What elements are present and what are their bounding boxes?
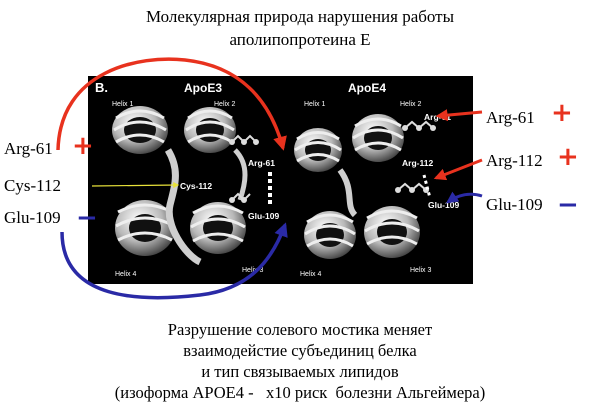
helix-coil [304, 211, 356, 259]
positive-charge-sign: + [551, 98, 573, 128]
negative-charge-sign: − [76, 203, 98, 233]
helix-label: Helix 4 [115, 271, 137, 278]
arg61-inner-label: Arg-61 [248, 158, 275, 168]
cys112-pointer-arrow [91, 182, 180, 189]
loop-ribbon [164, 148, 202, 266]
helix-coil [184, 107, 236, 153]
left-label-cys112: Cys-112 [4, 176, 61, 195]
helix-label: Helix 2 [214, 101, 236, 108]
apoe4-label: ApoE4 [348, 81, 386, 95]
helix-label: Helix 3 [242, 267, 264, 274]
glu109-inner-label: Glu-109 [428, 200, 459, 210]
helix-coil [115, 200, 175, 256]
caption-line-2: взаимодейстие субъединиц белка [183, 341, 417, 360]
helix-label: Helix 3 [410, 267, 432, 274]
apoe3-helices [112, 106, 272, 266]
negative-charge-sign: − [557, 190, 579, 220]
red-arc-arrow [56, 57, 287, 151]
loop-ribbon [337, 168, 358, 218]
arg112-pointer-arrow [433, 158, 483, 181]
positive-charge-sign: + [557, 142, 579, 172]
helix-coil [190, 202, 246, 254]
positive-charge-sign: + [72, 131, 94, 161]
caption-line-4: (изоформа АРОЕ4 - x10 риск болезни Альге… [114, 383, 486, 402]
helix-coil [352, 114, 404, 162]
caption-line-1: Разрушение солевого мостика меняет [167, 320, 433, 339]
arg61-inner-label: Arg-61 [424, 112, 451, 122]
right-label-arg61: Arg-61 [486, 108, 535, 127]
right-label-glu109: Glu-109 [486, 195, 543, 214]
helix-coil [112, 106, 168, 154]
arg61-pointer-arrow [435, 109, 483, 122]
caption-line-3: и тип связываемых липидов [201, 362, 399, 381]
helix-label: Helix 1 [304, 101, 326, 108]
helix-label: Helix 2 [400, 101, 422, 108]
title-line-1: Молекулярная природа нарушения работы [145, 7, 455, 26]
apoe3-label: ApoE3 [184, 81, 222, 95]
glu109-inner-label: Glu-109 [248, 211, 279, 221]
panel-letter: B. [95, 80, 108, 95]
helix-label: Helix 1 [112, 101, 134, 108]
helix-coil [294, 128, 342, 172]
left-label-glu109: Glu-109 [4, 208, 61, 227]
left-label-arg61: Arg-61 [4, 139, 53, 158]
blue-arc-arrow [60, 222, 288, 300]
glu109-pointer-arrow [446, 191, 483, 204]
arg112-inner-label: Arg-112 [402, 158, 433, 168]
right-label-arg112: Arg-112 [486, 151, 543, 170]
title-line-2: аполипопротеина Е [229, 30, 371, 49]
helix-coil [364, 206, 420, 258]
helix-label: Helix 4 [300, 271, 322, 278]
cys112-inner-label: Cys-112 [180, 181, 212, 191]
apoe4-helices [294, 114, 436, 259]
